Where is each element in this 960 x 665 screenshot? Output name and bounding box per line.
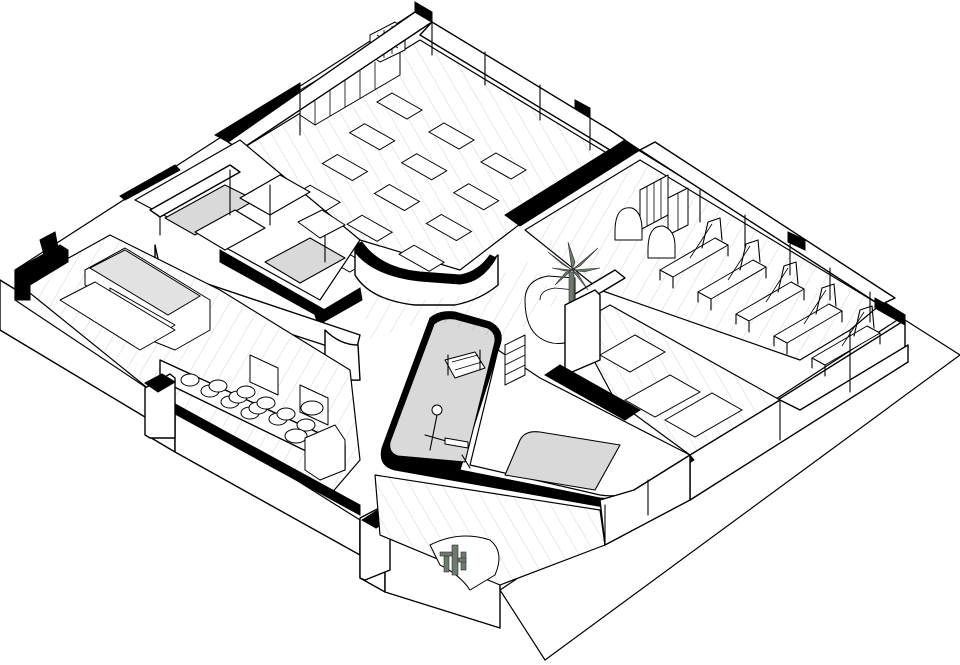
gym-floor-mat-3 bbox=[663, 392, 744, 438]
exercise-mat bbox=[346, 214, 394, 242]
changing-wall-cut-1 bbox=[119, 164, 181, 201]
exercise-mat bbox=[425, 213, 473, 242]
courtyard-cactus bbox=[439, 544, 467, 576]
exercise-mat bbox=[376, 92, 423, 120]
reformer-wall-cut-1 bbox=[787, 231, 806, 251]
bar-stools bbox=[180, 373, 324, 444]
bar-stool bbox=[276, 407, 296, 421]
exercise-mat bbox=[480, 152, 527, 180]
central-hall-floor bbox=[360, 260, 560, 340]
weights-platform bbox=[504, 431, 621, 491]
lounge-bench bbox=[59, 281, 176, 351]
reformer-machine bbox=[659, 217, 729, 289]
pilates-arc-barrels bbox=[614, 207, 676, 259]
exercise-mat bbox=[452, 183, 500, 211]
lounge-left-wall-cut bbox=[14, 244, 69, 301]
changing-wall-top bbox=[149, 164, 241, 218]
gym-floor-mat-2 bbox=[623, 374, 702, 418]
bar-stool bbox=[296, 418, 316, 432]
front-column-1-top bbox=[144, 373, 176, 393]
gym-floor-mat-1 bbox=[598, 334, 667, 373]
changing-cubicle-4 bbox=[239, 174, 311, 216]
reception-desk-top bbox=[88, 249, 201, 316]
reformer-machine bbox=[773, 283, 843, 355]
reformer-room-back-wall bbox=[639, 141, 896, 306]
cable-machine bbox=[419, 404, 471, 469]
bar-stool bbox=[236, 385, 256, 399]
squat-rack bbox=[444, 349, 486, 379]
front-wall-cut bbox=[174, 403, 361, 516]
wall-bars bbox=[639, 174, 689, 236]
exercise-mat bbox=[428, 122, 475, 150]
exercise-mat bbox=[321, 153, 369, 182]
reformer-machines bbox=[659, 217, 881, 377]
reformer-machine bbox=[811, 305, 881, 377]
centre-partition bbox=[564, 289, 601, 373]
exercise-mat bbox=[400, 153, 448, 181]
exercise-mat bbox=[398, 244, 446, 272]
bar-stool bbox=[180, 373, 200, 387]
high-table bbox=[300, 400, 324, 416]
lounge-wall-cut-b bbox=[39, 231, 59, 256]
studio-wall-top-right bbox=[419, 21, 626, 151]
reformer-machine bbox=[697, 239, 767, 311]
exercise-mat bbox=[348, 123, 396, 151]
reformer-wall-cut-2 bbox=[874, 297, 906, 326]
vanity-counter bbox=[297, 209, 346, 239]
gym-wall-cut bbox=[544, 364, 641, 421]
front-column-1 bbox=[144, 373, 176, 439]
bar-stool bbox=[208, 379, 228, 393]
bar-stool bbox=[256, 396, 276, 410]
corridor-wall bbox=[599, 454, 691, 546]
corridor-boards bbox=[375, 475, 605, 585]
bar-counter-curved bbox=[304, 424, 346, 481]
high-table bbox=[284, 428, 308, 444]
changing-cubicle-3 bbox=[194, 209, 266, 251]
exercise-mat bbox=[373, 183, 421, 212]
reformer-machine bbox=[735, 261, 805, 333]
studio-curved-wall-cut bbox=[354, 241, 497, 285]
lounge-panel-1 bbox=[249, 354, 279, 396]
